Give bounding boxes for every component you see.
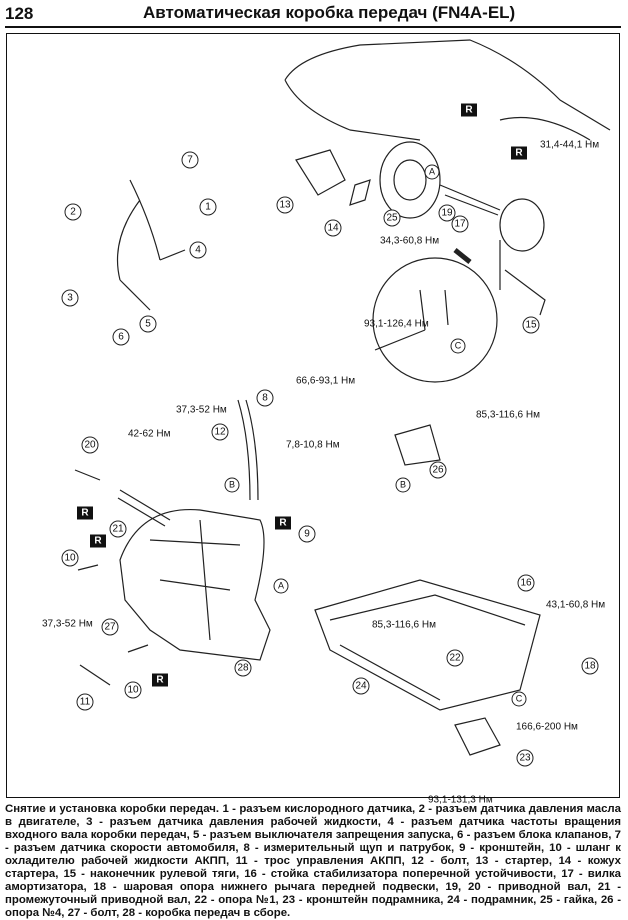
transmission-case <box>119 508 271 661</box>
torque-label: 85,3-116,6 Нм <box>372 619 436 631</box>
callout-3: 3 <box>61 289 79 307</box>
torque-label: 7,8-10,8 Нм <box>286 439 340 451</box>
subframe-bracket <box>454 717 501 756</box>
starter <box>295 149 346 196</box>
torque-label: 93,1-126,4 Нм <box>364 318 429 330</box>
callout-28: 28 <box>234 659 252 677</box>
callout-10: 10 <box>61 549 79 567</box>
torque-label: 85,3-116,6 Нм <box>476 409 540 421</box>
control-cable <box>79 664 111 686</box>
torque-label: 37,3-52 Нм <box>42 618 93 630</box>
callout-12: 12 <box>211 423 229 441</box>
reference-letter: A <box>273 578 289 594</box>
replace-part-badge: R <box>461 103 477 117</box>
callout-23: 23 <box>516 749 534 767</box>
callout-27: 27 <box>101 618 119 636</box>
torque-label: 31,4-44,1 Нм <box>540 139 600 151</box>
replace-part-badge: R <box>511 146 527 160</box>
callout-6: 6 <box>112 328 130 346</box>
engine-outline <box>284 39 611 141</box>
callout-8: 8 <box>256 389 274 407</box>
replace-part-badge: R <box>152 673 168 687</box>
callout-19: 19 <box>438 204 456 222</box>
callout-1: 1 <box>199 198 217 216</box>
figure-caption: Снятие и установка коробки передач. 1 - … <box>5 803 621 919</box>
callout-18: 18 <box>581 657 599 675</box>
torque-label: 43,1-60,8 Нм <box>546 599 606 611</box>
starter-cover <box>349 179 371 206</box>
detail-circle <box>372 257 498 383</box>
callout-9: 9 <box>298 525 316 543</box>
diagram-frame <box>6 33 620 798</box>
callout-4: 4 <box>189 241 207 259</box>
torque-label: 34,3-60,8 Нм <box>380 235 440 247</box>
wiring-harness <box>117 179 186 311</box>
callout-17: 17 <box>451 215 469 233</box>
torque-label: 166,6-200 Нм <box>516 721 578 733</box>
callout-5: 5 <box>139 315 157 333</box>
callout-20: 20 <box>81 436 99 454</box>
torque-label: 66,6-93,1 Нм <box>296 375 356 387</box>
torque-label: 93,1-131,3 Нм <box>428 794 493 806</box>
replace-part-badge: R <box>90 534 106 548</box>
callout-2: 2 <box>64 203 82 221</box>
flywheel <box>379 141 441 219</box>
reference-letter: C <box>511 691 527 707</box>
callout-26: 26 <box>429 461 447 479</box>
replace-part-badge: R <box>77 506 93 520</box>
page-number: 128 <box>5 4 34 23</box>
callout-16: 16 <box>517 574 535 592</box>
callout-21: 21 <box>109 520 127 538</box>
drive-shaft-20 <box>74 469 101 481</box>
page-header: 128 Автоматическая коробка передач (FN4A… <box>5 2 621 28</box>
callout-14: 14 <box>324 219 342 237</box>
replace-part-badge: R <box>275 516 291 530</box>
intermediate-shaft <box>117 489 171 527</box>
cooler-hose <box>77 564 149 653</box>
callout-15: 15 <box>522 316 540 334</box>
callout-7: 7 <box>181 151 199 169</box>
dipstick-tube <box>237 399 259 501</box>
callout-13: 13 <box>276 196 294 214</box>
reference-letter: B <box>395 477 411 493</box>
transmission-diagram <box>74 39 611 756</box>
engine-mount-4 <box>394 424 441 466</box>
reference-letter: A <box>424 164 440 180</box>
reference-letter: B <box>224 477 240 493</box>
callout-11: 11 <box>76 693 94 711</box>
callout-22: 22 <box>446 649 464 667</box>
callout-25: 25 <box>383 209 401 227</box>
callout-10: 10 <box>124 681 142 699</box>
page-title: Автоматическая коробка передач (FN4A-EL) <box>143 3 516 22</box>
callout-24: 24 <box>352 677 370 695</box>
subframe <box>314 579 541 711</box>
torque-label: 37,3-52 Нм <box>176 404 227 416</box>
torque-label: 42-62 Нм <box>128 428 171 440</box>
drive-shaft <box>439 184 501 216</box>
reference-letter: C <box>450 338 466 354</box>
steering-knuckle <box>499 198 545 252</box>
